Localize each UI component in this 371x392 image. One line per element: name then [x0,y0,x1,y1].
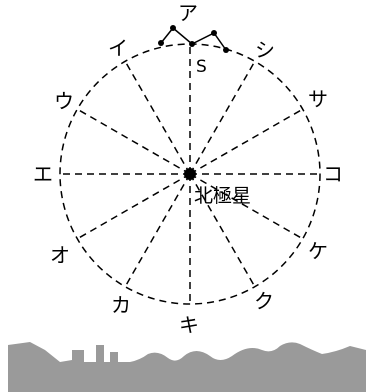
constellation-star-4 [211,30,217,36]
direction-label-ke: ケ [308,239,328,263]
radial-line-240 [76,173,191,240]
pole-star-label: 北極星 [194,185,251,207]
pole-star-dot [184,168,196,180]
direction-label-u: ウ [54,89,74,113]
direction-label-ka: カ [111,293,131,317]
direction-label-e: エ [33,162,53,186]
constellation-star-2 [170,25,176,31]
radial-lines [60,44,320,304]
radial-line-150 [189,173,256,288]
constellation-star-5 [223,47,229,53]
radial-line-60 [189,108,304,175]
radial-line-300 [76,108,191,175]
radial-line-210 [124,173,191,288]
radial-line-330 [124,60,191,175]
direction-label-o: オ [50,243,70,267]
direction-label-ko: コ [323,162,343,186]
direction-label-i: イ [108,36,128,60]
radial-line-120 [189,173,304,240]
horizon-silhouette [8,342,366,392]
constellation-point-label: S [196,57,207,77]
direction-label-sa: サ [308,87,328,111]
direction-labels: ア イ ウ エ オ カ キ ク ケ コ サ シ [33,1,343,337]
radial-line-30 [189,60,256,175]
direction-label-ki: キ [179,313,199,337]
constellation-star-1 [158,40,164,46]
constellation-star-s [189,41,195,47]
constellation: S [158,25,229,77]
direction-label-ku: ク [254,289,274,313]
direction-label-shi: シ [255,38,275,62]
direction-label-a: ア [178,1,198,25]
